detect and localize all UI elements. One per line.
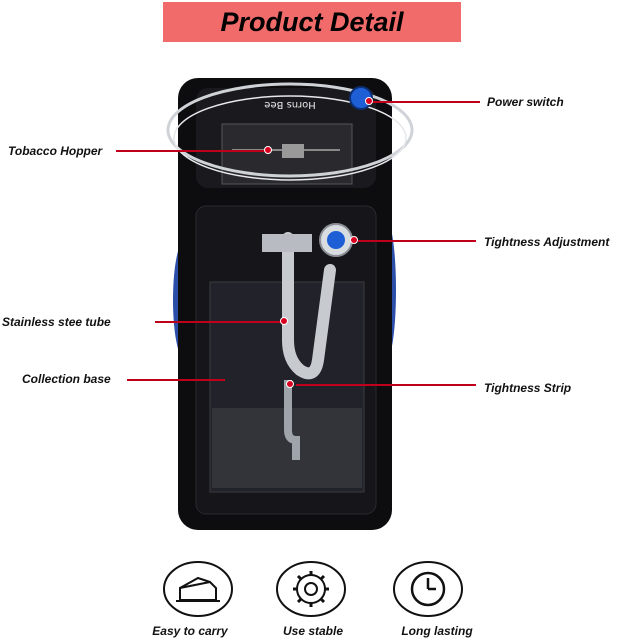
label-power-switch: Power switch — [487, 95, 564, 109]
leader-collection-base — [127, 379, 225, 381]
clear-hopper-tray — [166, 82, 414, 178]
dot-power-switch — [365, 97, 373, 105]
tube-lower — [284, 380, 300, 460]
page-title-banner: Product Detail — [163, 2, 461, 42]
gear-icon — [276, 561, 346, 617]
hopper-screw — [282, 144, 304, 158]
feature-label-easy-to-carry: Easy to carry — [152, 624, 228, 638]
label-stainless-tube: Stainless stee tube — [2, 315, 111, 329]
leader-power-switch — [372, 101, 480, 103]
label-collection-base: Collection base — [22, 372, 111, 386]
box-icon — [163, 561, 233, 617]
leader-tightness-adjustment — [358, 240, 476, 242]
leader-tightness-strip — [296, 384, 476, 386]
leader-tobacco-hopper — [116, 150, 266, 152]
label-tobacco-hopper: Tobacco Hopper — [8, 144, 103, 158]
tube-clamp — [262, 234, 312, 252]
dot-stainless-tube — [280, 317, 288, 325]
leader-stainless-tube — [155, 321, 281, 323]
dot-tightness-adjustment — [350, 236, 358, 244]
feature-label-long-lasting: Long lasting — [401, 624, 473, 638]
clock-icon — [393, 561, 463, 617]
dot-tightness-strip — [286, 380, 294, 388]
label-tightness-adjustment: Tightness Adjustment — [484, 235, 610, 249]
dot-tobacco-hopper — [264, 146, 272, 154]
tightness-knob-cap — [327, 231, 345, 249]
stainless-tube — [282, 232, 336, 380]
feature-label-use-stable: Use stable — [282, 624, 344, 638]
brand-text: Horns Bee — [264, 99, 315, 110]
label-tightness-strip: Tightness Strip — [484, 381, 572, 395]
